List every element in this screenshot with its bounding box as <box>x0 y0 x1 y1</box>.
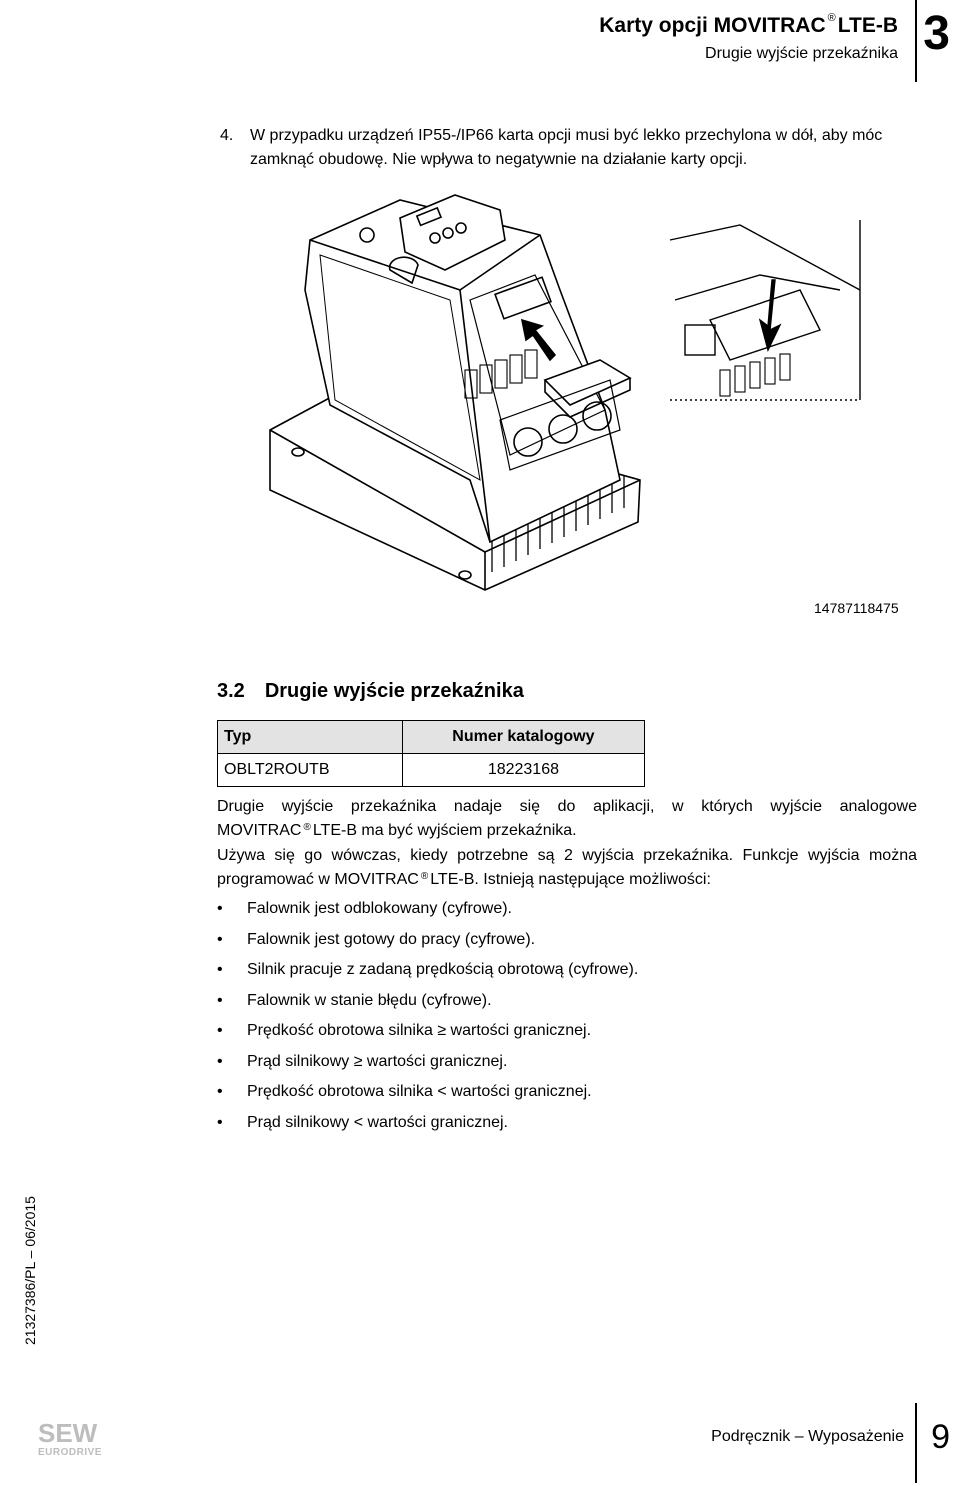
svg-text:EURODRIVE: EURODRIVE <box>38 1447 102 1458</box>
figure-id: 14787118475 <box>814 600 899 616</box>
list-item: •Falownik jest odblokowany (cyfrowe). <box>217 900 512 917</box>
table-cell-type: OBLT2ROUTB <box>217 753 403 787</box>
inverter-illustration <box>269 194 861 591</box>
list-item: •Prędkość obrotowa silnika < wartości gr… <box>217 1083 592 1100</box>
list-item: •Falownik jest gotowy do pracy (cyfrowe)… <box>217 930 536 948</box>
section-title: 3.2 Drugie wyjście przekaźnika <box>217 680 524 703</box>
paragraph-description: Drugie wyjście przekaźnika nadaje się do… <box>217 798 917 839</box>
table-row: OBLT2ROUTB 18223168 <box>217 753 646 787</box>
sew-eurodrive-logo: SEW EURODRIVE <box>38 1420 102 1458</box>
chapter-number: 3 <box>923 7 950 60</box>
catalog-table: Typ Numer katalogowy OBLT2ROUTB 18223168 <box>217 720 646 787</box>
step-number: 4. <box>220 127 234 144</box>
footer-title: Podręcznik – Wyposażenie <box>711 1428 904 1445</box>
step-4: 4. W przypadku urządzeń IP55-/IP66 karta… <box>220 124 920 172</box>
paragraph-usage: Używa się go wówczas, kiedy potrzebne są… <box>217 847 917 888</box>
footer-divider <box>915 1403 917 1483</box>
options-list: •Falownik jest odblokowany (cyfrowe). •F… <box>217 897 917 1141</box>
list-item: •Prąd silnikowy ≥ wartości granicznej. <box>217 1052 508 1070</box>
page-number: 9 <box>931 1418 950 1456</box>
list-item: •Silnik pracuje z zadaną prędkością obro… <box>217 961 639 978</box>
step-text: W przypadku urządzeń IP55-/IP66 karta op… <box>250 127 883 168</box>
table-header-type: Typ <box>217 720 403 754</box>
table-header-catalog-number: Numer katalogowy <box>401 720 646 754</box>
header-title: Karty opcji MOVITRAC®LTE-B <box>599 12 898 37</box>
header-subtitle: Drugie wyjście przekaźnika <box>705 45 898 62</box>
section-title-text: Drugie wyjście przekaźnika <box>264 680 524 702</box>
list-item: •Falownik w stanie błędu (cyfrowe). <box>217 991 492 1009</box>
section-number: 3.2 <box>217 680 245 702</box>
table-header-row: Typ Numer katalogowy <box>217 720 646 754</box>
list-item: •Prąd silnikowy < wartości granicznej. <box>217 1113 508 1131</box>
header-divider <box>915 0 917 82</box>
table-cell-catalog-number: 18223168 <box>401 753 646 787</box>
document-number: 21327386/PL – 06/2015 <box>22 1196 38 1345</box>
svg-text:SEW: SEW <box>38 1420 98 1448</box>
list-item: •Prędkość obrotowa silnika ≥ wartości gr… <box>217 1022 592 1039</box>
